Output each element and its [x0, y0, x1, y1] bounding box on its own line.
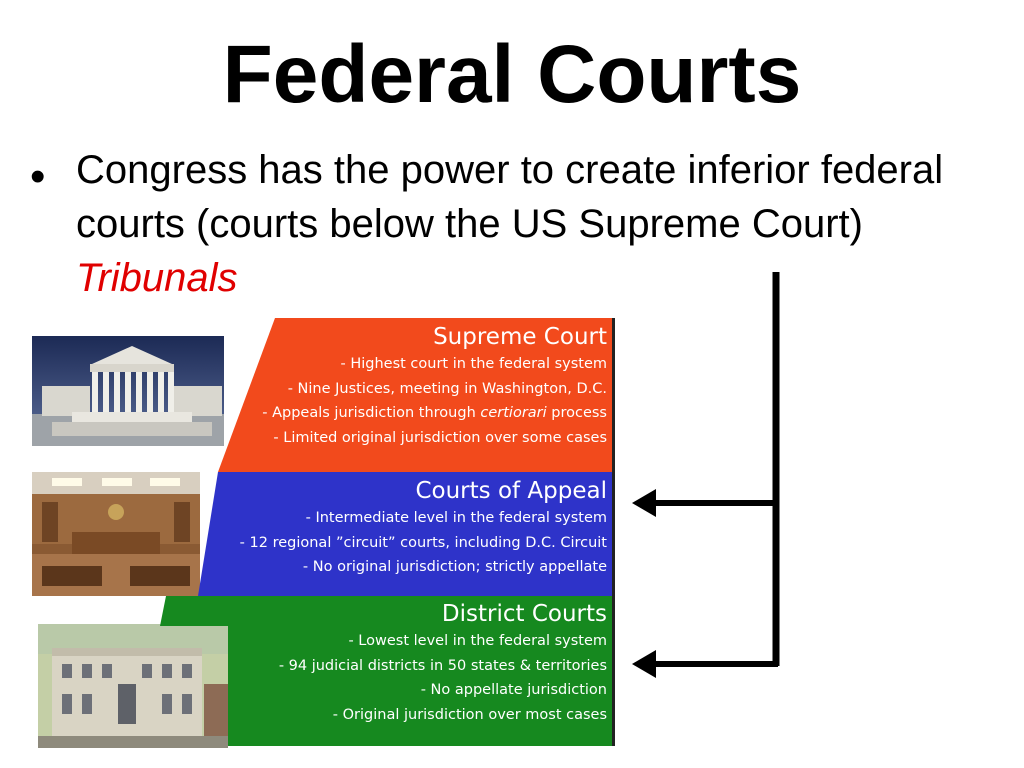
band-fill: [160, 596, 613, 746]
page-title: Federal Courts: [222, 29, 802, 120]
court-detail: - Lowest level in the federal system: [348, 633, 607, 649]
bullet-body: Congress has the power to create inferio…: [76, 148, 944, 246]
court-detail: - Highest court in the federal system: [340, 356, 607, 372]
arrow-to-district-head: [632, 650, 656, 678]
certiorari-term: certiorari: [480, 405, 547, 421]
supreme-court-photo: [32, 336, 224, 446]
band-edge: [612, 472, 615, 596]
band-background: [160, 596, 615, 746]
court-detail: - Limited original jurisdiction over som…: [273, 429, 607, 446]
bullet-highlight: Tribunals: [76, 256, 238, 300]
supreme-court-band: Supreme Court - Highest court in the fed…: [0, 318, 615, 472]
court-detail: - No original jurisdiction; strictly app…: [302, 559, 607, 575]
bullet-text: Congress has the power to create inferio…: [76, 143, 1006, 305]
courtroom-icon: [32, 472, 200, 596]
arrow-to-appeal-head: [632, 489, 656, 517]
district-court-photo: [38, 624, 228, 748]
court-heading: District Courts: [441, 601, 607, 627]
court-detail: - Intermediate level in the federal syst…: [305, 510, 607, 526]
band-edge: [612, 596, 615, 746]
band-background: [218, 318, 615, 472]
courts-of-appeal-band: Courts of Appeal - Intermediate level in…: [0, 472, 615, 596]
band-background: [198, 472, 615, 596]
bullet-marker: •: [30, 152, 46, 201]
court-detail: - Appeals jurisdiction through certiorar…: [262, 405, 607, 421]
courtroom-photo: [32, 472, 200, 596]
supreme-court-building-icon: [32, 336, 224, 446]
court-heading: Courts of Appeal: [415, 478, 607, 504]
band-fill: [198, 472, 613, 596]
court-detail: - 94 judicial districts in 50 states & t…: [278, 657, 607, 674]
district-courthouse-icon: [38, 624, 228, 748]
court-detail: - Nine Justices, meeting in Washington, …: [287, 380, 607, 397]
district-courts-band: District Courts - Lowest level in the fe…: [0, 596, 615, 746]
band-fill: [218, 318, 613, 472]
band-edge: [612, 318, 615, 472]
court-heading: Supreme Court: [433, 324, 607, 350]
court-detail: - No appellate jurisdiction: [420, 682, 607, 698]
court-detail: - 12 regional ”circuit” courts, includin…: [239, 534, 607, 551]
court-detail: - Original jurisdiction over most cases: [332, 706, 607, 723]
